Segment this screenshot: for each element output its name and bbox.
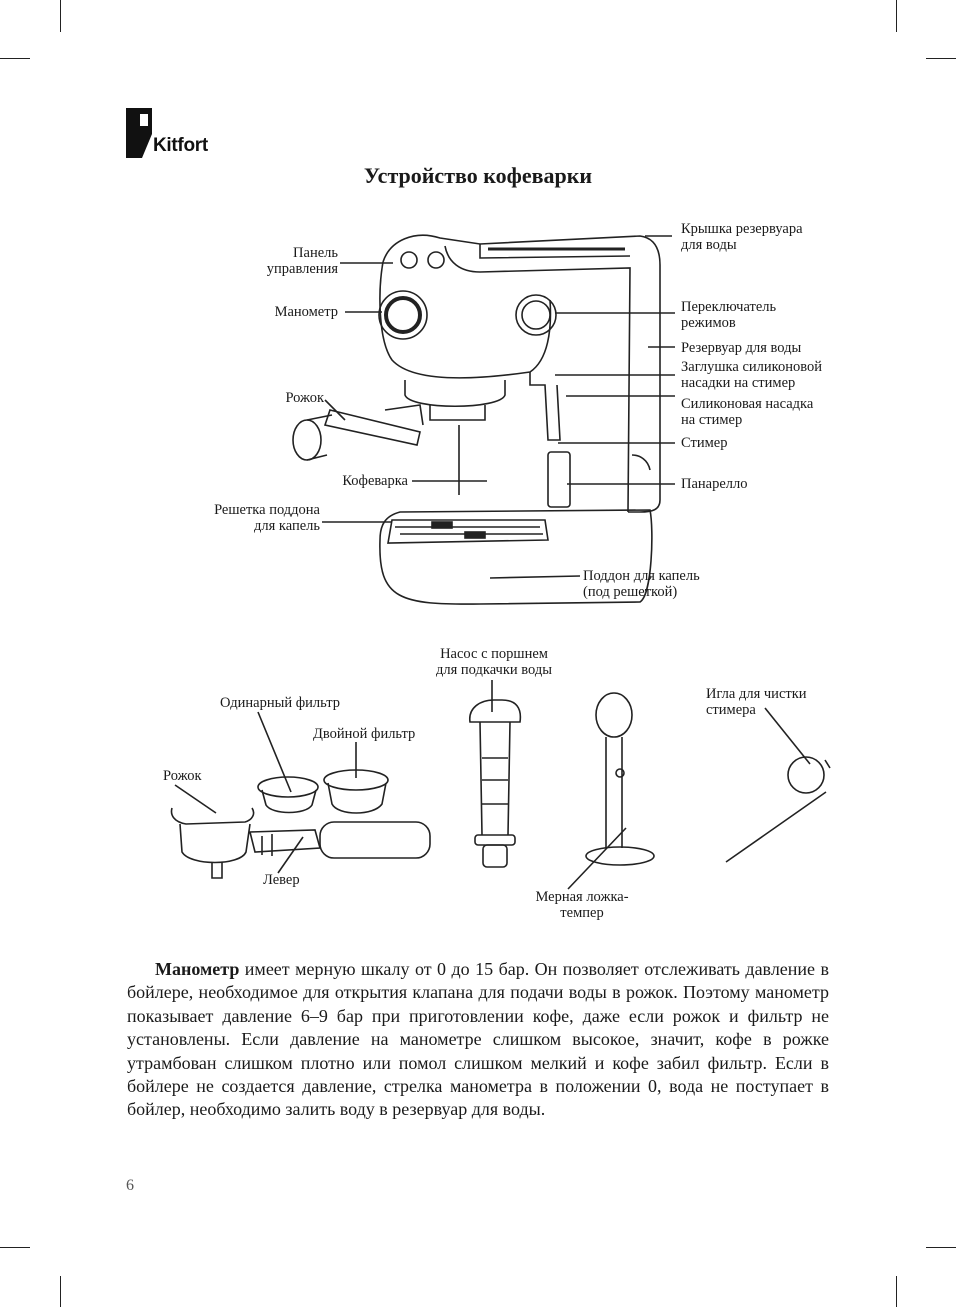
label-manometer: Манометр [274,304,338,320]
label-rozhok: Рожок [285,390,324,406]
manometer-paragraph: Манометр имеет мерную шкалу от 0 до 15 б… [127,958,829,1122]
crop-mark [926,1247,956,1248]
label-plug: Заглушка силиконовой насадки на стимер [681,359,822,391]
single-filter-drawing [257,776,319,798]
crop-mark [0,1247,30,1248]
label-spoon: Мерная ложка-темпер [535,889,629,921]
brand-name: Kitfort [153,135,208,156]
spoon-drawing [595,692,633,738]
label-tray: Поддон для капель (под решеткой) [583,568,700,600]
crop-mark [926,58,956,59]
label-lid: Крышка резервуара для воды [681,221,803,253]
paragraph-text: имеет мерную шкалу от 0 до 15 бар. Он по… [127,959,829,1120]
kitfort-logo-icon [126,108,152,158]
machine-body [382,234,661,513]
label-pump: Насос с поршнем для подкачки воды [436,646,552,678]
paragraph-bold-term: Манометр [155,959,240,979]
leader-line [324,399,346,421]
crop-mark [0,58,30,59]
label-grate: Решетка поддона для капель [214,502,320,534]
label-panel: Панель управления [266,245,338,277]
label-kofevarka: Кофеварка [342,473,408,489]
label-silicone: Силиконовая насадка на стимер [681,396,814,428]
crop-mark [60,0,61,32]
label-double-filter: Двойной фильтр [313,726,416,742]
crop-mark [896,1276,897,1307]
portafilter-drawing [170,807,255,825]
crop-mark [60,1276,61,1307]
label-switch: Переключатель режимов [681,299,777,331]
leader-line [489,575,581,579]
pump-drawing [469,699,522,723]
page-title: Устройство кофеварки [363,163,593,188]
label-steamer: Стимер [681,435,728,451]
label-single-filter: Одинарный фильтр [220,695,340,711]
page-number: 6 [126,1177,134,1194]
label-tank: Резервуар для воды [681,340,802,356]
label-lever: Левер [263,872,300,888]
label-panarello: Панарелло [681,476,748,492]
label-rozhok-accessory: Рожок [163,768,202,784]
label-needle: Игла для чистки стимера [706,686,807,718]
needle-drawing [787,756,825,794]
crop-mark [896,0,897,32]
